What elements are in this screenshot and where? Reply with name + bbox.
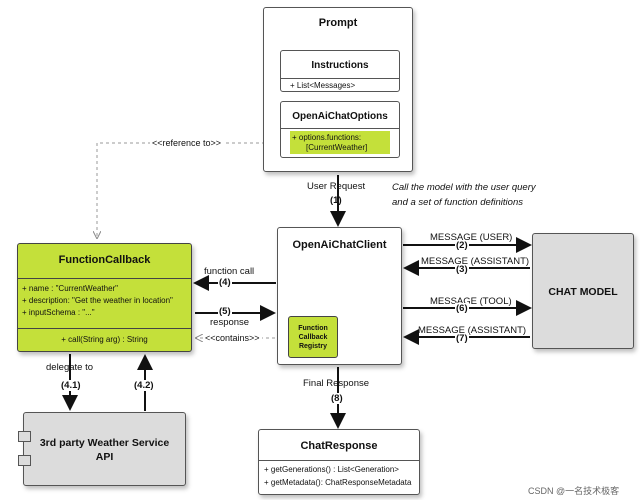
registry-line2: Callback xyxy=(298,334,328,341)
step-5-label: (5) xyxy=(218,306,232,317)
final-response-label: Final Response xyxy=(303,378,370,389)
fc-divider-1 xyxy=(18,278,191,279)
reference-to-arrow xyxy=(97,142,289,238)
instructions-field: + List<Messages> xyxy=(290,81,356,90)
openai-chat-options-box: OpenAiChatOptions + options.functions: [… xyxy=(280,101,400,158)
chat-response-box: ChatResponse + getGenerations() : List<G… xyxy=(258,429,420,495)
openai-chat-options-title: OpenAiChatOptions xyxy=(292,111,388,122)
step-2-label: (2) xyxy=(455,240,469,251)
openai-chat-client-title: OpenAiChatClient xyxy=(292,239,387,251)
csdn-watermark: CSDN @一名技术极客 xyxy=(528,486,620,496)
fc-divider-2 xyxy=(18,328,191,329)
function-callback-registry-box: Function Callback Registry xyxy=(288,316,338,358)
openai-chat-client-box: OpenAiChatClient Function Callback Regis… xyxy=(277,227,402,365)
instructions-title: Instructions xyxy=(311,60,369,71)
registry-line3: Registry xyxy=(298,343,327,350)
weather-api-line2: API xyxy=(95,451,114,463)
options-functions-line2: [CurrentWeather] xyxy=(306,143,368,152)
chat-response-divider xyxy=(259,460,419,461)
fc-method-call: + call(String arg) : String xyxy=(61,335,148,344)
component-tab-1 xyxy=(18,431,31,442)
function-callback-title: FunctionCallback xyxy=(58,254,151,266)
delegate-to-label: delegate to xyxy=(46,362,94,373)
chat-model-box: CHAT MODEL xyxy=(532,233,634,349)
step-1-label: (1) xyxy=(330,195,342,206)
call-model-note-line2: and a set of function definitions xyxy=(392,197,523,208)
chat-response-title: ChatResponse xyxy=(300,440,378,452)
response-label: response xyxy=(210,317,250,328)
reference-to-label: <<reference to>> xyxy=(150,138,224,148)
options-functions-field: + options.functions: [CurrentWeather] xyxy=(290,131,390,154)
message-assistant-label-1: MESSAGE (ASSISTANT) xyxy=(421,256,530,267)
fc-field-input-schema: + inputSchema : "..." xyxy=(22,308,95,317)
step-3-label: (3) xyxy=(455,264,469,275)
chat-response-method-1: + getGenerations() : List<Generation> xyxy=(264,465,399,474)
message-assistant-label-2: MESSAGE (ASSISTANT) xyxy=(418,325,527,336)
contains-label: <<contains>> xyxy=(203,333,262,343)
prompt-box: Prompt Instructions + List<Messages> Ope… xyxy=(263,7,413,172)
instructions-box: Instructions + List<Messages> xyxy=(280,50,400,92)
step-4-1-label: (4.1) xyxy=(60,380,82,391)
step-7-label: (7) xyxy=(455,333,469,344)
fc-field-name: + name : "CurrentWeather" xyxy=(22,284,119,293)
fc-field-description: + description: "Get the weather in locat… xyxy=(22,296,173,305)
component-tab-2 xyxy=(18,455,31,466)
instructions-divider xyxy=(281,78,399,79)
function-callback-box: FunctionCallback + name : "CurrentWeathe… xyxy=(17,243,192,352)
step-6-label: (6) xyxy=(455,303,469,314)
prompt-title: Prompt xyxy=(318,17,358,29)
chat-response-method-2: + getMetadata(): ChatResponseMetadata xyxy=(264,478,412,487)
message-tool-label: MESSAGE (TOOL) xyxy=(430,296,512,307)
step-4-label: (4) xyxy=(218,277,232,288)
options-divider xyxy=(281,128,399,129)
function-call-label: function call xyxy=(204,266,255,277)
step-8-label: (8) xyxy=(330,393,344,404)
step-4-2-label: (4.2) xyxy=(133,380,155,391)
message-user-label: MESSAGE (USER) xyxy=(430,232,513,243)
registry-line1: Function xyxy=(298,325,328,332)
call-model-note-line1: Call the model with the user query xyxy=(392,182,536,193)
options-functions-line1: + options.functions: xyxy=(292,133,362,142)
chat-model-title: CHAT MODEL xyxy=(548,286,618,298)
weather-api-line1: 3rd party Weather Service xyxy=(39,437,170,449)
weather-api-box: 3rd party Weather Service API xyxy=(18,412,186,486)
user-request-label: User Request xyxy=(307,181,366,192)
